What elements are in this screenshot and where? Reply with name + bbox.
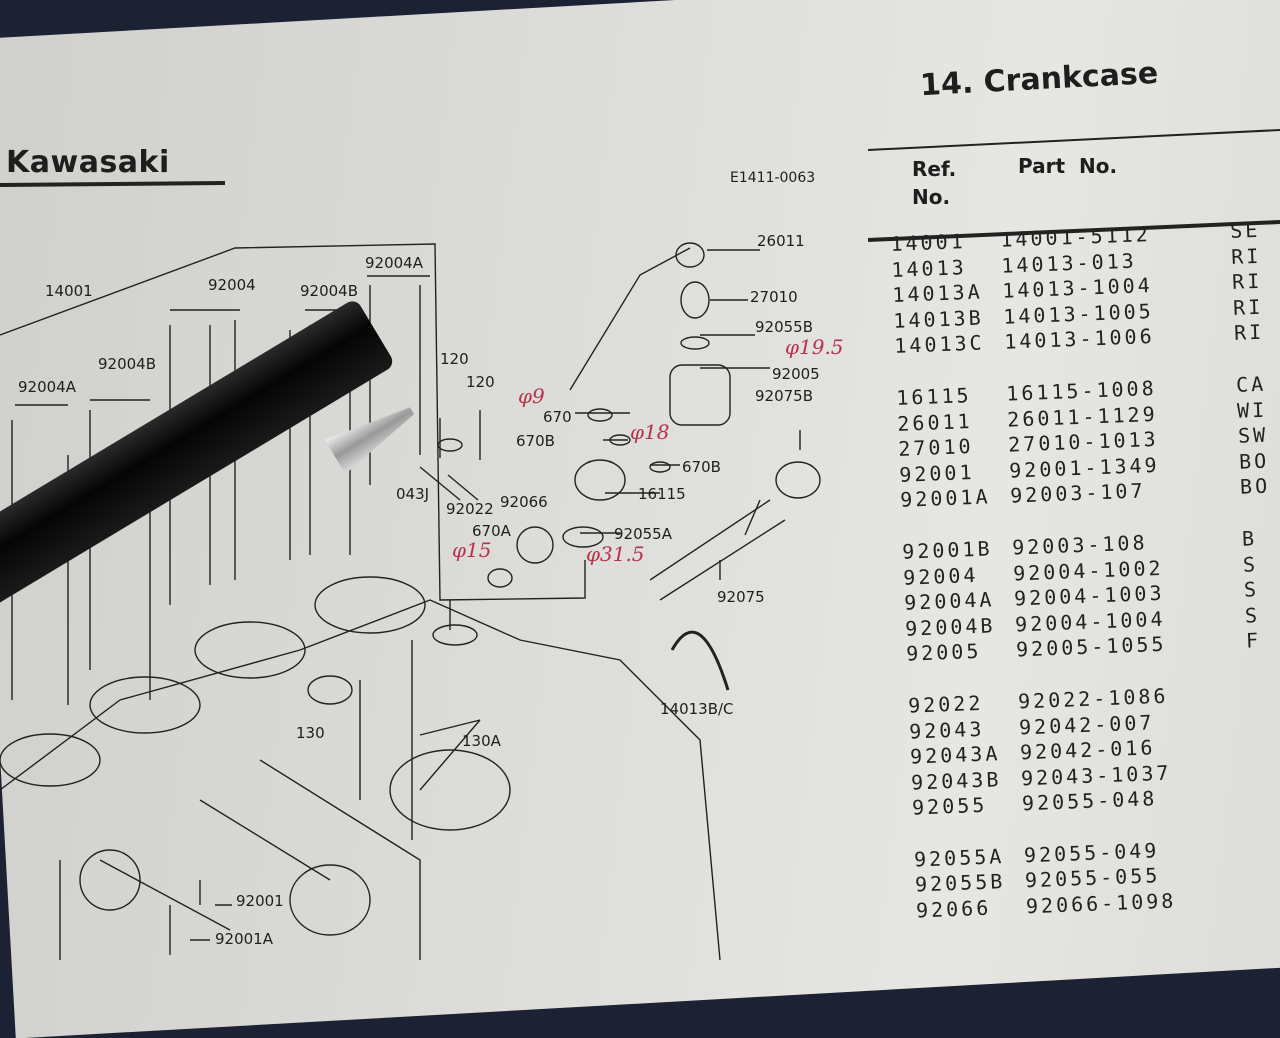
ref-no: 92005 <box>905 639 982 666</box>
description: BO <box>1238 448 1270 474</box>
crankcase-body <box>0 576 721 960</box>
label-130: 130 <box>296 724 325 742</box>
label-92005: 92005 <box>772 365 820 383</box>
label-92022: 92022 <box>446 500 494 518</box>
description: S <box>1243 577 1260 602</box>
diagram-frame-line <box>0 243 586 601</box>
header-rule <box>867 129 1280 151</box>
description <box>1247 678 1280 706</box>
note-phi15: φ15 <box>452 538 492 562</box>
note-phi19-5: φ19.5 <box>785 335 844 359</box>
crankcase-ring <box>670 630 730 691</box>
description: B <box>1241 526 1258 551</box>
description: RI <box>1231 268 1263 295</box>
description: S <box>1244 602 1261 628</box>
description: S <box>1242 551 1259 577</box>
description: SW <box>1237 422 1269 448</box>
ref-no: 14013C <box>893 330 986 359</box>
label-92004b-top: 92004B <box>300 282 359 300</box>
label-92075b: 92075B <box>755 387 814 405</box>
description: RI <box>1232 294 1264 320</box>
label-92055a: 92055A <box>614 525 672 543</box>
label-130a: 130A <box>462 732 501 750</box>
ref-no: 92066 <box>915 895 992 923</box>
illustration-code: E1411-0063 <box>730 170 816 186</box>
description: RI <box>1233 320 1265 346</box>
label-14013bc: 14013B/C <box>660 700 734 718</box>
label-92001: 92001 <box>236 892 284 910</box>
description <box>1249 729 1280 757</box>
note-phi31-5: φ31.5 <box>586 542 645 566</box>
label-92055b: 92055B <box>755 318 814 336</box>
label-16115: 16115 <box>638 485 686 503</box>
note-phi18: φ18 <box>630 420 670 444</box>
description: SE <box>1229 217 1261 243</box>
label-670b: 670B <box>516 432 555 450</box>
ref-no: 92055 <box>911 792 988 820</box>
description <box>1248 704 1280 732</box>
description: BO <box>1239 473 1271 500</box>
description: WI <box>1236 397 1268 423</box>
label-14001: 14001 <box>45 282 93 300</box>
brand-logo: Kawasaki <box>6 145 170 180</box>
label-92066: 92066 <box>500 493 548 511</box>
description: CA <box>1235 371 1267 397</box>
col-part-header: Part No. <box>1018 152 1117 180</box>
label-92004a-left: 92004A <box>18 378 76 396</box>
label-92001a: 92001A <box>215 930 273 948</box>
label-670b-2: 670B <box>682 458 721 476</box>
brand-rule <box>0 181 226 187</box>
oil-level-wire <box>569 247 691 391</box>
label-92004b-left: 92004B <box>98 355 157 373</box>
ref-no: 92001A <box>899 484 991 513</box>
col-part-label: Part <box>1018 154 1066 178</box>
label-26011: 26011 <box>757 232 805 250</box>
header-rule-thick <box>867 220 1280 242</box>
col-ref-header: Ref. No. <box>912 155 956 211</box>
description <box>1250 755 1280 783</box>
label-120-b: 120 <box>466 373 495 391</box>
label-92004a-top: 92004A <box>365 254 423 272</box>
description <box>1255 883 1280 911</box>
description <box>1254 858 1280 886</box>
label-670: 670 <box>543 408 572 426</box>
description: RI <box>1230 243 1262 269</box>
label-670a: 670A <box>472 522 511 540</box>
label-92075: 92075 <box>717 588 765 606</box>
col-ref-label: Ref. <box>912 157 957 181</box>
label-92004: 92004 <box>208 276 256 294</box>
label-27010: 27010 <box>750 288 798 306</box>
label-120-a: 120 <box>440 350 469 368</box>
note-phi9: φ9 <box>518 384 545 408</box>
description: F <box>1245 628 1262 653</box>
exploded-parts-diagram <box>0 129 1280 960</box>
label-92043: 043J <box>396 485 430 503</box>
bolt-120 <box>439 410 481 501</box>
description <box>1251 781 1280 809</box>
col-part-label-2: No. <box>1078 154 1118 178</box>
col-ref-label-2: No. <box>912 185 951 209</box>
description <box>1253 832 1280 860</box>
